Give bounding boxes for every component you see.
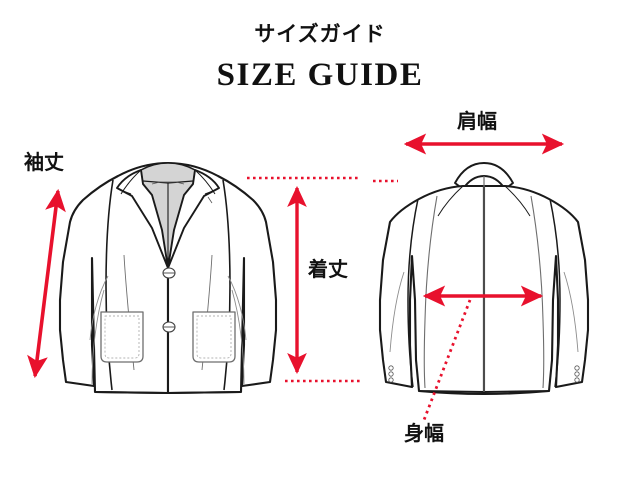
back-right-sleeve-seam	[549, 198, 561, 388]
left-pocket-stitch	[104, 315, 140, 359]
right-pocket-stitch	[196, 315, 232, 359]
back-left-body	[378, 184, 486, 394]
back-right-body	[482, 184, 590, 394]
back-right-princess-seam	[530, 195, 545, 389]
collar-stitch	[151, 181, 185, 185]
front-hem	[94, 391, 242, 395]
back-left-cuff-buttons	[388, 365, 394, 383]
back-left-princess-seam	[423, 195, 438, 389]
measurement-label-shoulder-width: 肩幅	[457, 109, 497, 133]
front-left-lapel	[116, 169, 169, 269]
measurement-label-garment-length: 着丈	[308, 257, 348, 281]
measurement-label-sleeve-length: 袖丈	[24, 150, 64, 174]
sleeve-length-arrow	[27, 188, 66, 379]
front-right-lapel	[167, 169, 220, 269]
back-right-shoulder-seam	[504, 185, 531, 217]
jacket-front-illustration	[58, 161, 278, 395]
left-sleeve-inner-line	[91, 289, 105, 385]
buttonhole-mark	[207, 196, 213, 204]
front-button-top	[162, 267, 176, 279]
right-sleeve-crease	[227, 275, 247, 341]
front-button-bottom	[162, 321, 176, 333]
left-shoulder-seam	[120, 169, 142, 195]
measurement-label-body-width: 身幅	[404, 421, 444, 445]
page-title-english: SIZE GUIDE	[216, 57, 424, 93]
right-lapel-notch	[204, 190, 214, 195]
left-patch-pocket	[100, 311, 144, 363]
jacket-back-illustration	[378, 162, 590, 395]
back-right-sleeve-crease	[563, 271, 579, 353]
left-lapel-notch	[122, 190, 132, 195]
page-title-japanese: サイズガイド	[254, 22, 386, 46]
right-shoulder-seam	[194, 169, 216, 195]
right-sleeve-inner-line	[231, 289, 245, 385]
back-left-sleeve-crease	[389, 271, 405, 353]
back-left-sleeve-seam	[407, 198, 419, 388]
body-width-leader-line	[422, 299, 472, 421]
back-right-cuff-buttons	[574, 365, 580, 383]
back-left-shoulder-seam	[437, 185, 464, 217]
left-sleeve-crease	[89, 275, 109, 341]
right-patch-pocket	[192, 311, 236, 363]
